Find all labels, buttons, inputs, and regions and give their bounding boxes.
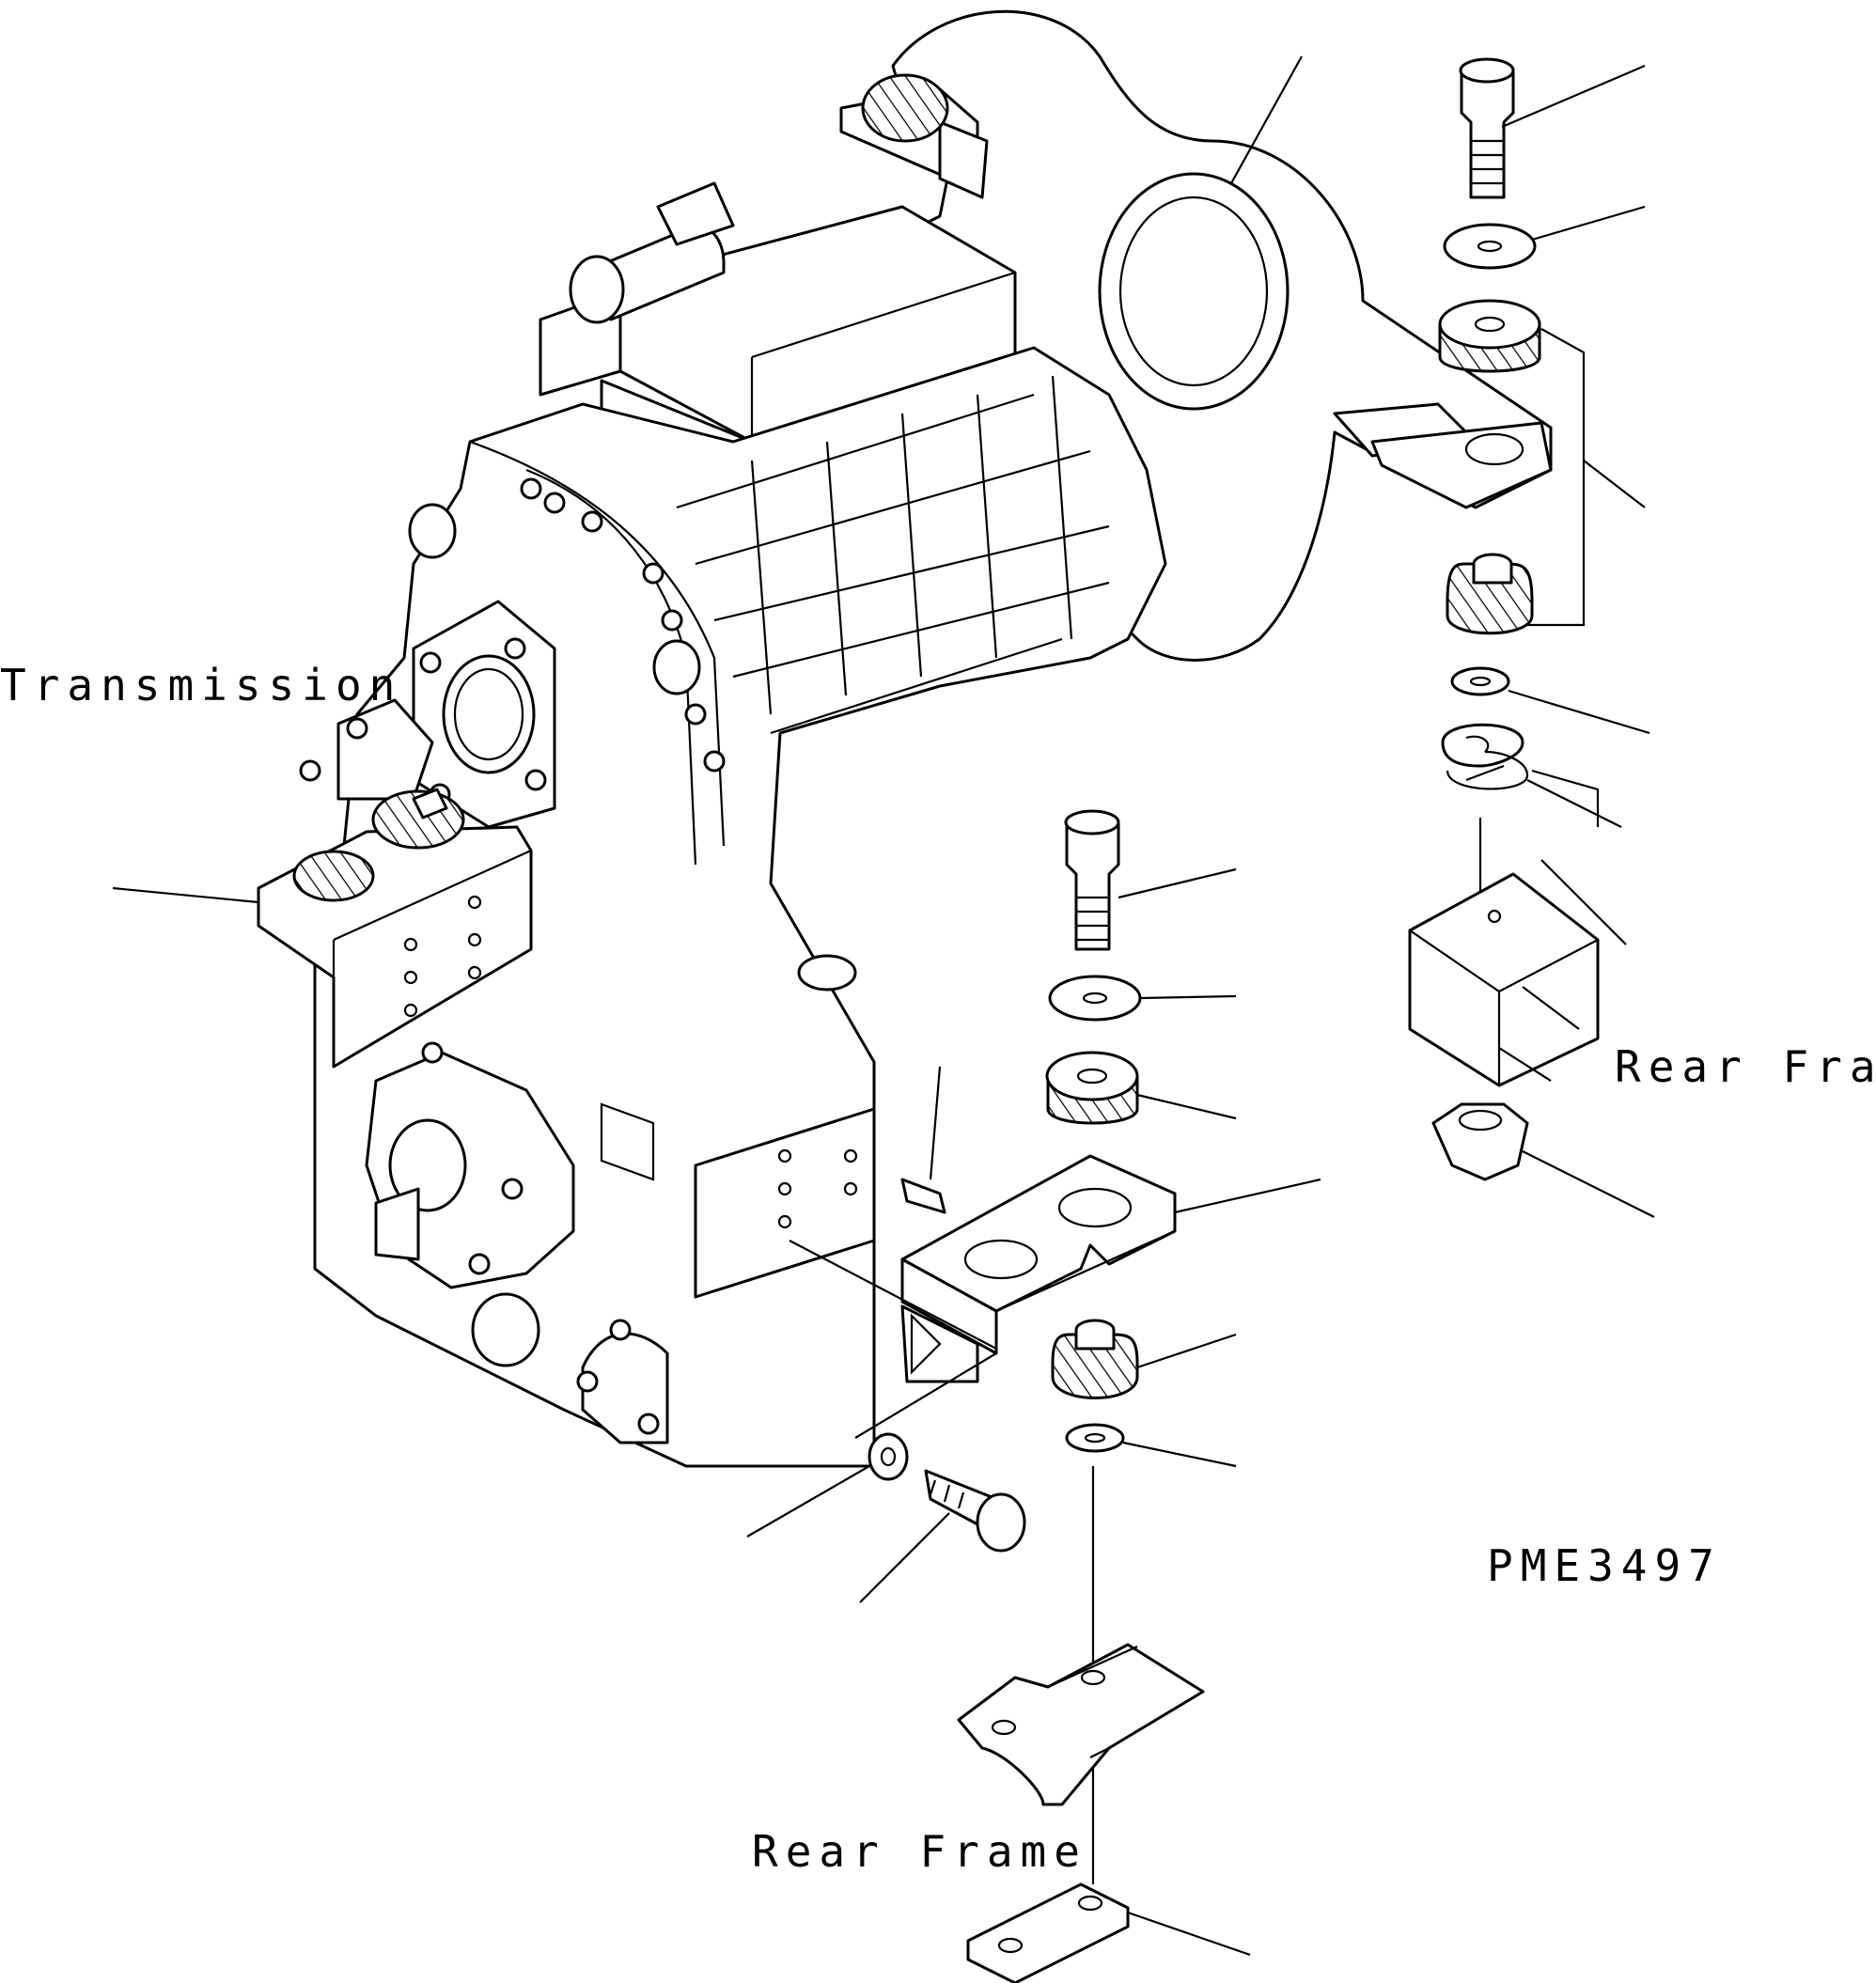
upper-cushion xyxy=(861,73,949,143)
cushion-bell-center xyxy=(1051,1333,1139,1399)
label-rear-frame-right: Rear Frame xyxy=(1615,1041,1876,1092)
label-transmission: Transmission xyxy=(0,660,403,710)
rear-frame-bracket-bottom xyxy=(957,1643,1205,1806)
lift-eye-right xyxy=(652,639,701,695)
trunnion-bore xyxy=(1098,172,1290,411)
right-mount-plate xyxy=(694,1107,876,1299)
rear-frame-block-right xyxy=(1408,872,1600,1087)
lower-left-fasteners xyxy=(868,1432,1026,1553)
right-mount-stack xyxy=(1408,57,1600,1181)
leader-lines xyxy=(112,55,1655,1957)
bolt-top-right xyxy=(1460,69,1515,199)
flange-nut-right xyxy=(1431,1102,1529,1181)
center-mount-stack xyxy=(900,809,1205,1983)
washer-center xyxy=(1048,975,1142,1022)
lift-eye-left xyxy=(408,503,457,559)
washer-top-right xyxy=(1443,223,1537,270)
washer-lower-center xyxy=(1065,1423,1125,1453)
label-rear-frame-bottom: Rear Frame xyxy=(752,1826,1087,1877)
mount-bracket-center xyxy=(900,1154,1177,1313)
left-cushion-b xyxy=(292,850,375,902)
rear-frame-foot-bottom xyxy=(966,1882,1130,1983)
washer-lower-left xyxy=(868,1432,909,1481)
dowel-pin xyxy=(900,1178,946,1214)
washer-mid-right xyxy=(1450,666,1510,696)
name-plate xyxy=(600,1102,655,1181)
transmission-assembly xyxy=(257,9,1553,1468)
spring-washer-right xyxy=(1441,723,1524,768)
bolt-center xyxy=(1065,820,1120,951)
label-drawing-code: PME3497 xyxy=(1487,1540,1722,1591)
